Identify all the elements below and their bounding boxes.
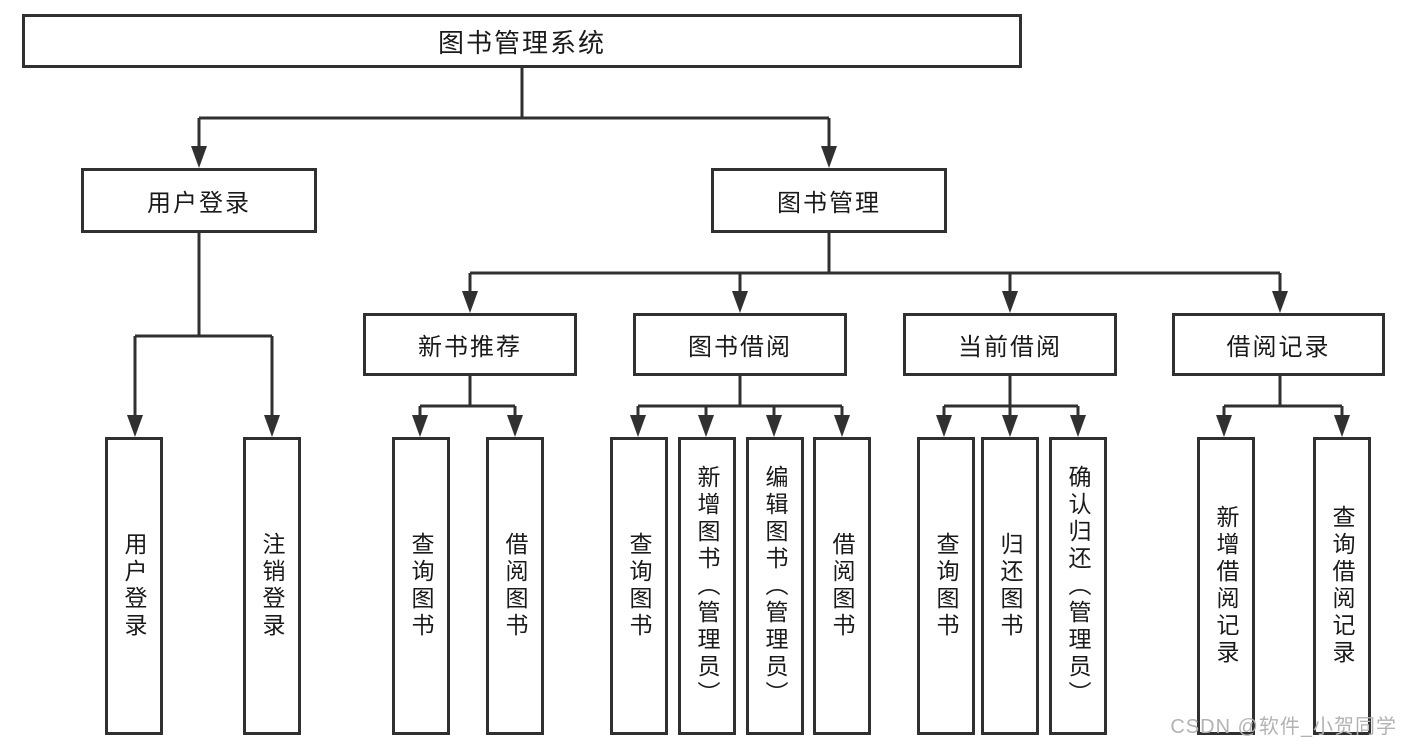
- node-user-login: 用户登录: [81, 168, 317, 233]
- leaf-label: 注销登录: [259, 532, 285, 640]
- connector-root-to-level2: [191, 67, 837, 168]
- node-label: 借阅记录: [1226, 334, 1331, 361]
- connector-bookmgmt-to-level3: [462, 233, 1288, 313]
- node-label: 用户登录: [147, 190, 251, 217]
- node-library-management-system: 图书管理系统: [22, 14, 1022, 68]
- connector-login-to-leaves: [127, 232, 280, 437]
- connector-borrow-to-leaves: [630, 376, 850, 437]
- leaf-return-books: 归还图书: [981, 437, 1039, 735]
- leaf-confirm-return-admin: 确认归还（管理员）: [1049, 437, 1107, 735]
- leaf-logout: 注销登录: [243, 437, 301, 735]
- leaf-label: 查询图书: [408, 532, 434, 640]
- leaf-label: 新增图书（管理员）: [694, 464, 720, 708]
- csdn-watermark: CSDN @软件_小贺同学: [1170, 716, 1397, 738]
- leaf-edit-books-admin: 编辑图书（管理员）: [746, 437, 804, 735]
- leaf-label: 借阅图书: [502, 532, 528, 640]
- leaf-label: 归还图书: [997, 532, 1023, 640]
- leaf-label: 用户登录: [121, 532, 147, 640]
- node-label: 图书借阅: [688, 334, 792, 361]
- leaf-label: 确认归还（管理员）: [1065, 464, 1091, 708]
- connector-current-to-leaves: [936, 376, 1086, 437]
- leaf-label: 查询图书: [626, 532, 652, 640]
- node-book-borrowing: 图书借阅: [633, 313, 847, 376]
- node-new-book-recommend: 新书推荐: [363, 313, 577, 376]
- leaf-query-books-1: 查询图书: [392, 437, 450, 735]
- leaf-query-books-3: 查询图书: [917, 437, 975, 735]
- leaf-query-borrow-record: 查询借阅记录: [1313, 437, 1371, 735]
- leaf-user-login: 用户登录: [105, 437, 163, 735]
- node-label: 新书推荐: [418, 334, 522, 361]
- leaf-label: 编辑图书（管理员）: [762, 464, 788, 708]
- leaf-label: 新增借阅记录: [1213, 505, 1239, 667]
- node-current-borrowing: 当前借阅: [903, 313, 1117, 376]
- leaf-borrow-books-1: 借阅图书: [486, 437, 544, 735]
- leaf-add-books-admin: 新增图书（管理员）: [678, 437, 736, 735]
- leaf-borrow-books-2: 借阅图书: [813, 437, 871, 735]
- node-label: 当前借阅: [958, 334, 1062, 361]
- node-book-management: 图书管理: [711, 168, 947, 233]
- leaf-query-books-2: 查询图书: [610, 437, 668, 735]
- leaf-add-borrow-record: 新增借阅记录: [1197, 437, 1255, 735]
- connector-records-to-leaves: [1216, 376, 1350, 437]
- leaf-label: 查询图书: [933, 532, 959, 640]
- leaf-label: 查询借阅记录: [1329, 505, 1355, 667]
- leaf-label: 借阅图书: [829, 532, 855, 640]
- connector-newbooks-to-leaves: [412, 376, 523, 437]
- node-borrowing-records: 借阅记录: [1172, 313, 1385, 376]
- node-label: 图书管理系统: [437, 27, 606, 58]
- node-label: 图书管理: [777, 190, 881, 217]
